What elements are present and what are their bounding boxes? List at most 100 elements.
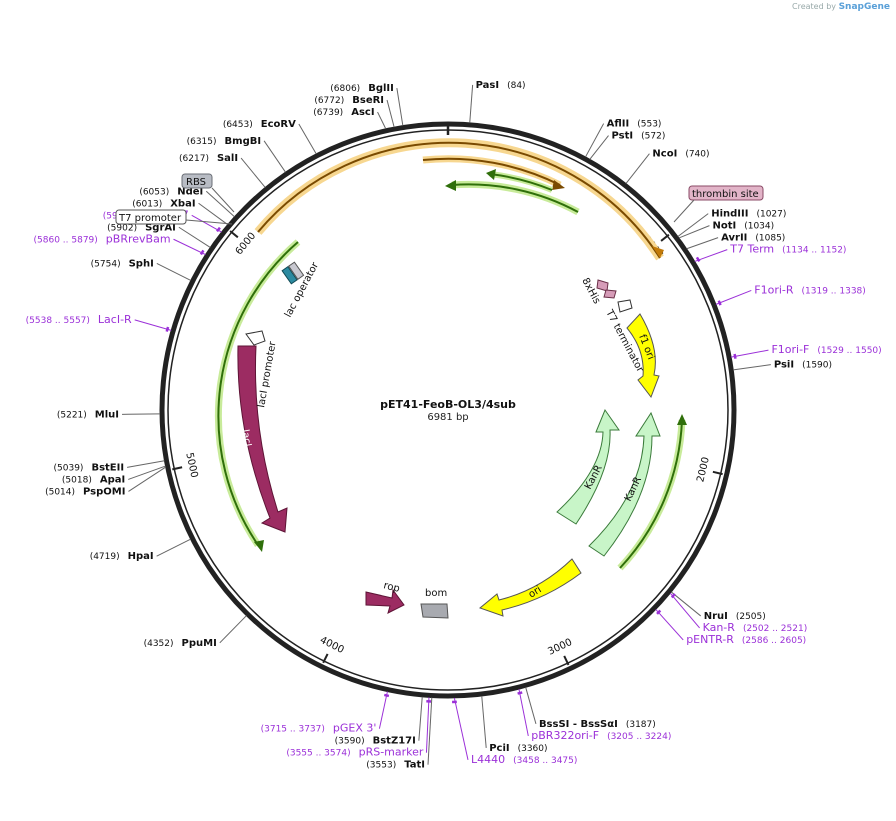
site-position: (5014) (45, 487, 75, 497)
primer-range: (1319 .. 1338) (802, 286, 866, 296)
primer-name: Kan-R (703, 621, 736, 634)
site-position: (5039) (54, 463, 84, 473)
laci-promoter-label: lacI promoter (256, 340, 279, 409)
site-label: NruI(2505) (704, 611, 766, 622)
site-name: PpuMI (182, 638, 217, 649)
primer-leader (425, 697, 430, 753)
snapgene-credit: Created by SnapGene (792, 2, 890, 12)
snapgene-logo: SnapGene (838, 2, 890, 12)
primer-label: T7 Term (1134 .. 1152) (729, 243, 846, 256)
site-leader (156, 538, 191, 557)
site-label: (5902)SgrAI (107, 222, 176, 233)
ruler-tick (322, 653, 329, 664)
orf-green-2-arrowhead (486, 169, 496, 180)
site-leader (677, 213, 709, 237)
ruler-tick-label: 3000 (546, 637, 574, 658)
site-leader (205, 190, 235, 218)
primer-leader (669, 592, 700, 629)
site-label: (5039)BstEII (54, 462, 125, 473)
site-label: PstI(572) (612, 131, 666, 142)
ruler-tick (229, 230, 239, 239)
site-name: NcoI (652, 149, 677, 160)
primer-label: Kan-R (2502 .. 2521) (703, 621, 808, 634)
site-position: (6772) (314, 96, 344, 106)
site-name: SgrAI (145, 222, 176, 233)
site-leader (396, 87, 404, 126)
primer-range: (5538 .. 5557) (26, 316, 90, 326)
orf-green-right-arc (619, 419, 683, 569)
site-label: (5014)PspOMI (45, 486, 125, 497)
site-leader (733, 364, 771, 371)
laci-label: lacI (239, 429, 253, 448)
site-name: TatI (404, 760, 425, 771)
site-label: AflII(553) (607, 119, 662, 130)
site-leader (625, 153, 650, 184)
site-label: (6739)AscI (313, 107, 374, 118)
rbs-box (181, 173, 213, 189)
site-name: PstI (612, 131, 634, 142)
primer-leader (173, 238, 206, 256)
primer-mark (670, 593, 676, 599)
site-position: (1085) (755, 234, 785, 244)
site-leader (670, 591, 702, 617)
primer-label: (5538 .. 5557) LacI-R (26, 313, 132, 326)
site-label: (6217)SalI (179, 153, 238, 164)
primer-leader (518, 689, 529, 737)
primer-label: F1ori-R(1319 .. 1338) (754, 283, 866, 296)
site-leader (156, 262, 191, 281)
site-label: PasI(84) (476, 80, 526, 91)
site-position: (6453) (223, 120, 253, 130)
primer-mark (383, 693, 390, 698)
site-label: (4352)PpuMI (144, 638, 217, 649)
t7-promoter-leader (185, 219, 233, 225)
site-label: (4719)HpaI (90, 551, 154, 562)
primer-range: (1529 .. 1550) (817, 346, 881, 356)
laci-promoter-shape (245, 330, 266, 346)
site-leader (128, 466, 166, 492)
primer-name: LacI-R (98, 313, 132, 326)
site-name: XbaI (170, 198, 195, 209)
primer-label: L4440(3458 .. 3475) (471, 753, 577, 766)
kanr-1-shape (556, 408, 620, 525)
ruler-tick (563, 655, 570, 666)
site-position: (3553) (366, 761, 396, 771)
site-name: MluI (95, 409, 119, 420)
site-name: BmgBI (225, 136, 262, 147)
site-label: (6053)NdeI (139, 186, 203, 197)
site-label: BssSI - BssSαI(3187) (539, 719, 656, 730)
rbs-label: RBS (186, 177, 206, 188)
primer-name: pRS-marker (359, 746, 424, 759)
ruler-tick (660, 233, 670, 242)
site-label: (6453)EcoRV (223, 119, 296, 130)
primer-name: T7 Term (729, 243, 774, 256)
ruler-tick (172, 466, 183, 471)
plasmid-length: 6981 bp (427, 412, 468, 423)
primer-leader (715, 289, 752, 305)
bom-shape (420, 603, 449, 619)
site-position: (6739) (313, 108, 343, 118)
site-label: (3553) TatI (366, 760, 425, 771)
site-position: (6217) (179, 154, 209, 164)
orf-arcs (214, 138, 687, 571)
ruler-tick-label: 4000 (318, 635, 346, 656)
primer-leader (731, 349, 769, 358)
site-position: (3360) (518, 744, 548, 754)
site-name: NdeI (177, 186, 203, 197)
site-position: (740) (685, 150, 709, 160)
ruler-tick-label: 6000 (234, 231, 259, 258)
primer-range: (1134 .. 1152) (782, 246, 846, 256)
site-leader (525, 687, 537, 725)
t7-terminator-shape (617, 299, 633, 313)
site-name: AflII (607, 119, 630, 130)
primer-name: pBRrevBam (106, 232, 171, 245)
lac-operator-shape (281, 261, 305, 285)
site-leader (263, 140, 286, 173)
primer-label: (5860 .. 5879)pBRrevBam (34, 232, 171, 245)
primer-mark (656, 609, 662, 615)
bom-label: bom (425, 588, 447, 599)
primer-leader (453, 697, 469, 761)
primer-name: pGEX 3' (333, 722, 377, 735)
primer-label: pBR322ori-F(3205 .. 3224) (531, 729, 671, 742)
primer-range: (2502 .. 2521) (743, 624, 807, 634)
